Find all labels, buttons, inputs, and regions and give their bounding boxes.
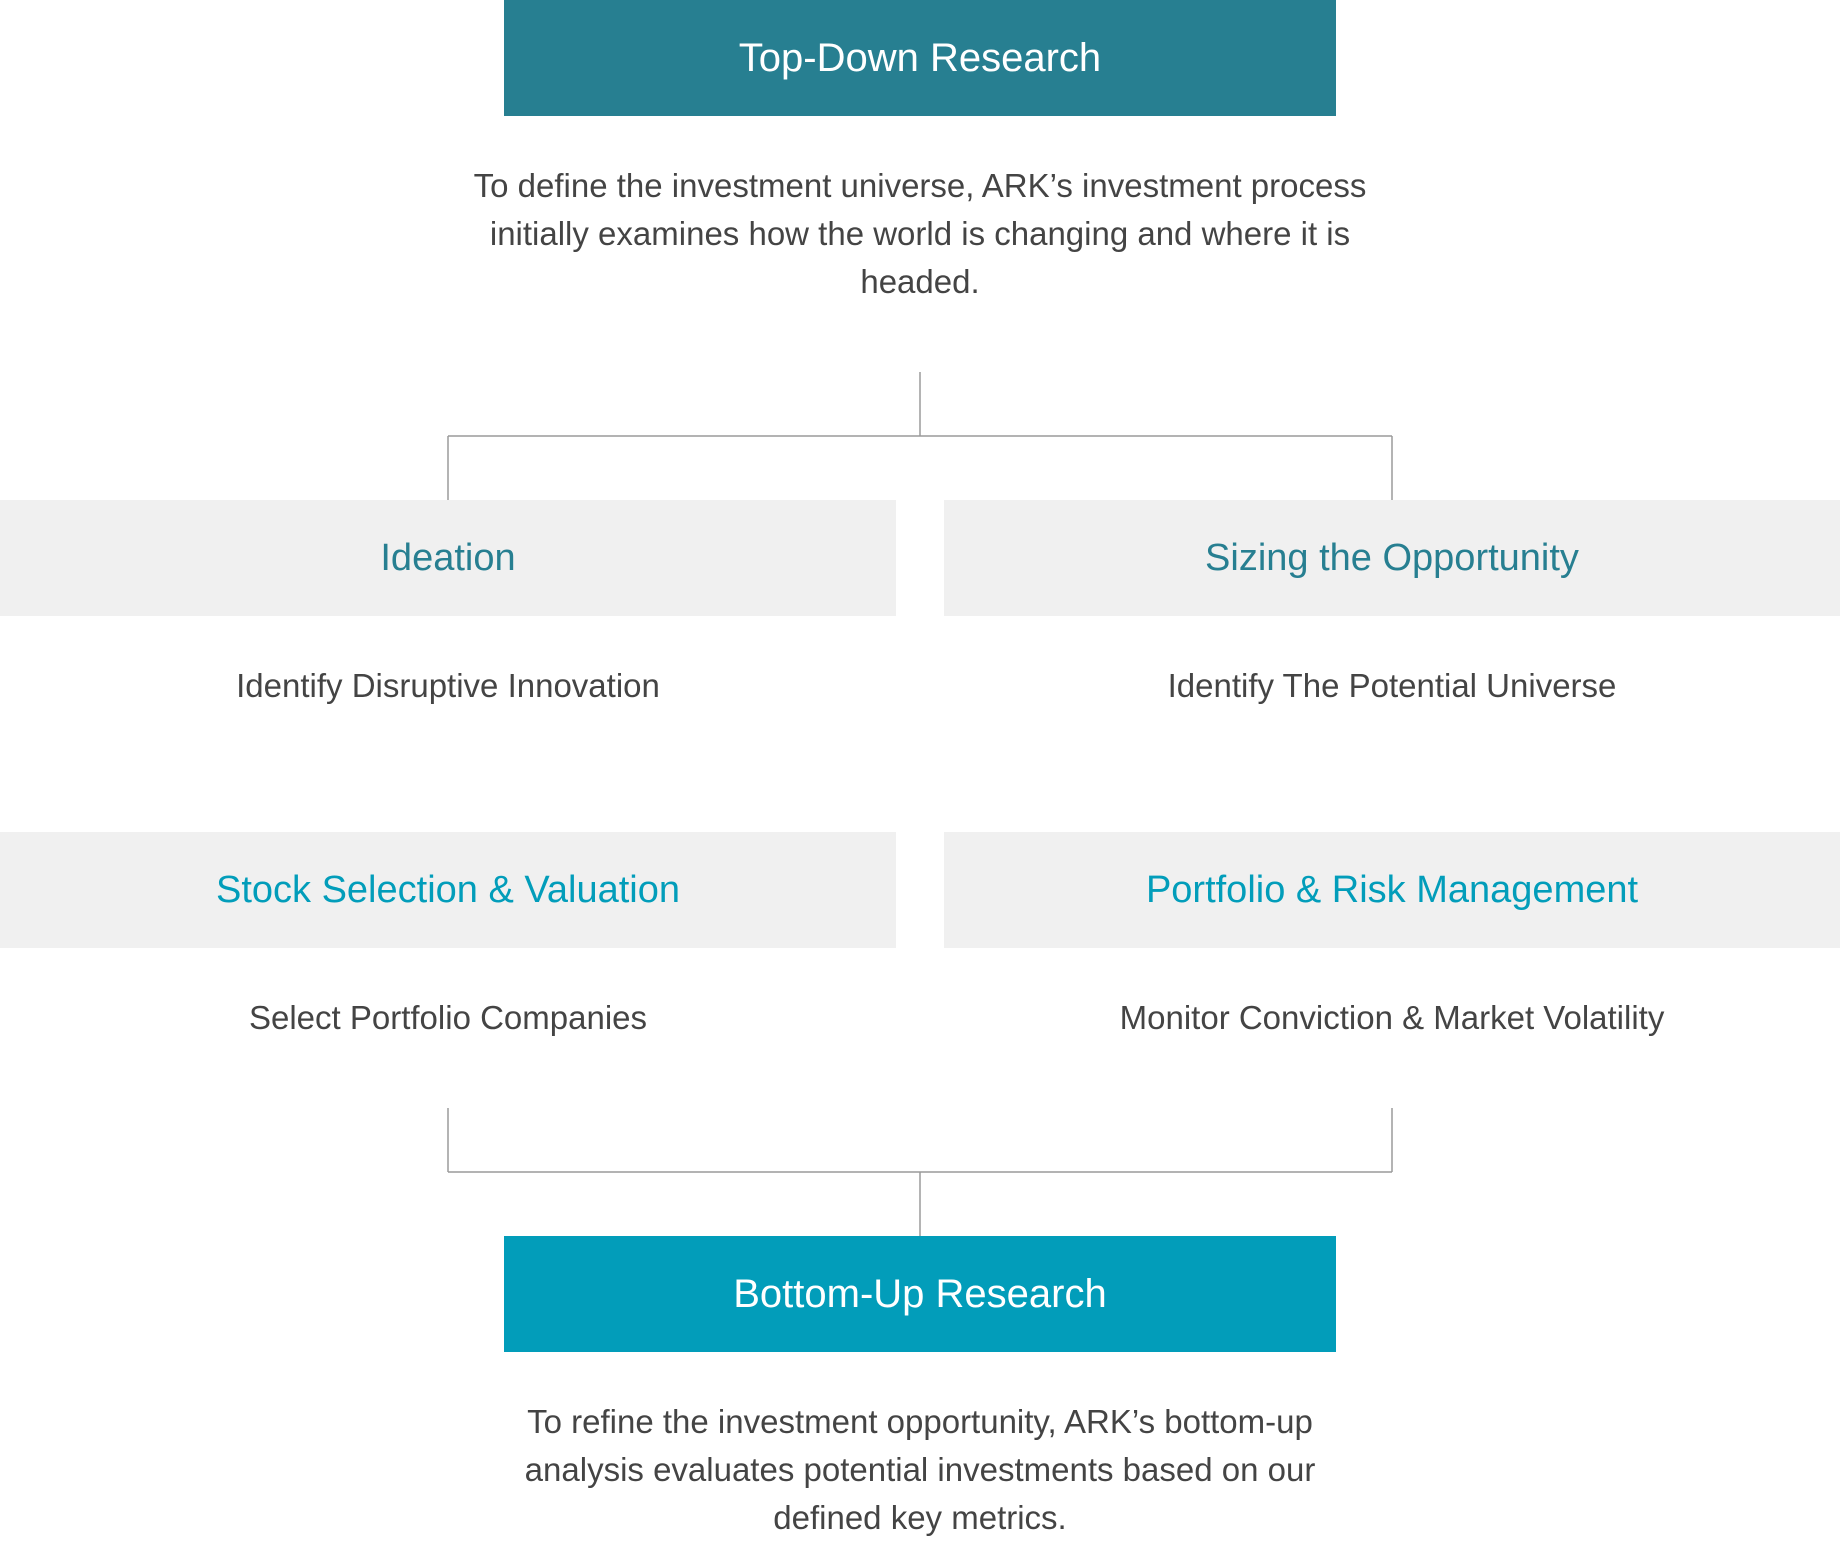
sizing-opportunity-title: Sizing the Opportunity <box>1205 536 1579 579</box>
portfolio-risk-title: Portfolio & Risk Management <box>1145 868 1639 911</box>
top-down-research-title: Top-Down Research <box>738 35 1102 80</box>
bottom-up-research-box: Bottom-Up Research <box>504 1236 1336 1352</box>
stock-selection-title: Stock Selection & Valuation <box>215 868 680 911</box>
ideation-box: Ideation <box>0 500 896 616</box>
portfolio-risk-subtitle: Monitor Conviction & Market Volatility <box>1119 999 1665 1036</box>
ideation-subtitle: Identify Disruptive Innovation <box>236 667 660 704</box>
ideation-title: Ideation <box>380 536 516 579</box>
top-down-research-description: To define the investment universe, ARK’s… <box>473 167 1367 300</box>
stock-selection-box: Stock Selection & Valuation <box>0 832 896 948</box>
top-down-research-box: Top-Down Research <box>504 0 1336 116</box>
bottom-up-research-title: Bottom-Up Research <box>733 1271 1107 1316</box>
sizing-opportunity-box: Sizing the Opportunity <box>944 500 1840 616</box>
sizing-opportunity-subtitle: Identify The Potential Universe <box>1167 667 1617 704</box>
bottom-up-research-description: To refine the investment opportunity, AR… <box>524 1403 1316 1536</box>
stock-selection-subtitle: Select Portfolio Companies <box>248 999 648 1036</box>
portfolio-risk-box: Portfolio & Risk Management <box>944 832 1840 948</box>
